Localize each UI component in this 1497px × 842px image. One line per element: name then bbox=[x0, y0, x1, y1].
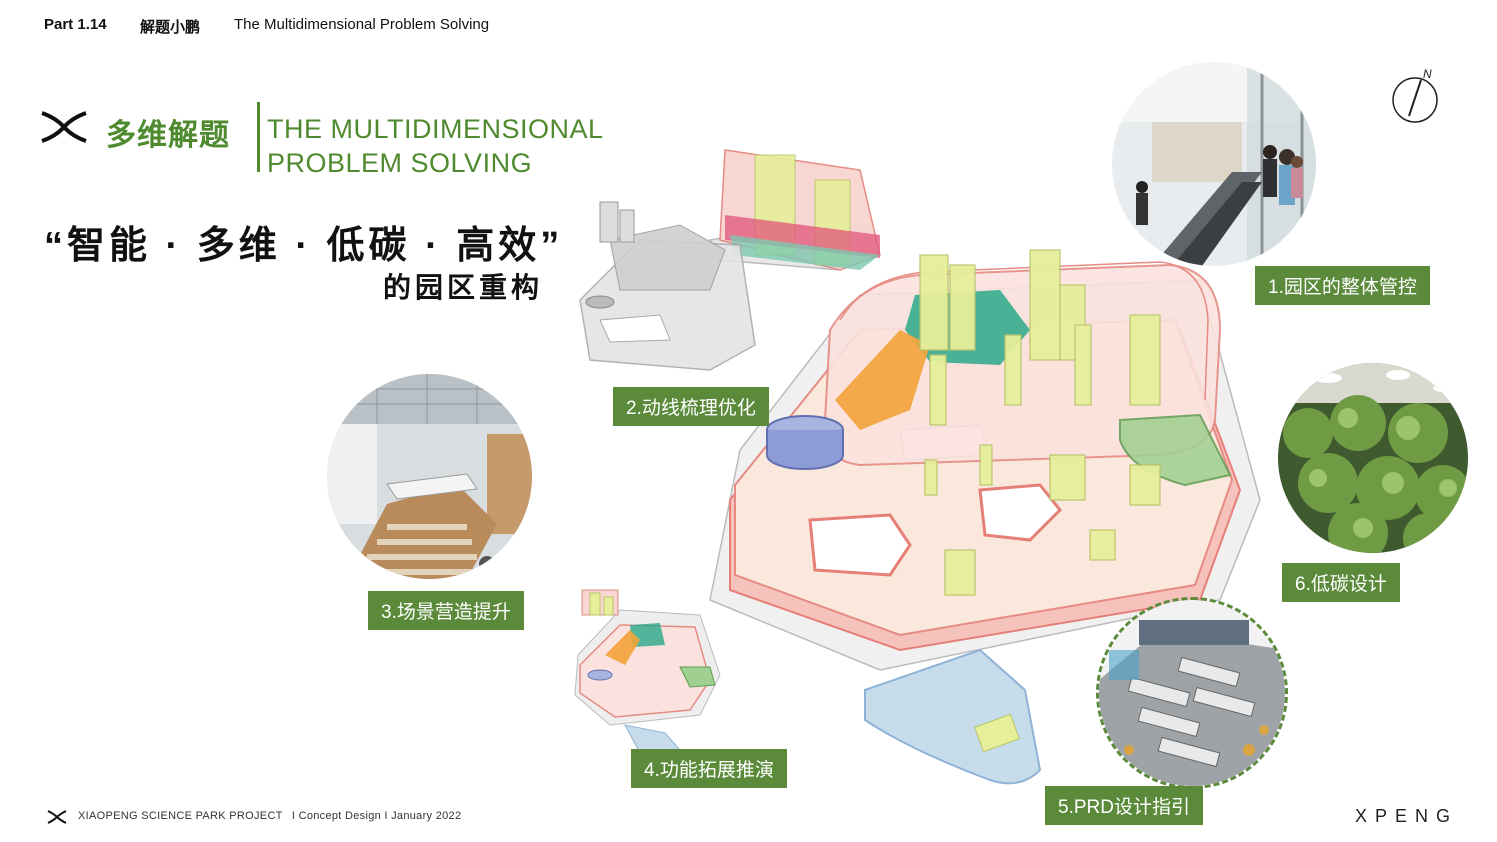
footer-project: XIAOPENG SCIENCE PARK PROJECT I Concept … bbox=[78, 810, 461, 822]
photo-scene-atrium bbox=[327, 374, 532, 579]
slogan-line1: “智能 · 多维 · 低碳 · 高效” bbox=[44, 225, 564, 267]
label-low-carbon: 6.低碳设计 bbox=[1282, 563, 1400, 602]
label-park-control: 1.园区的整体管控 bbox=[1255, 266, 1430, 305]
title-divider bbox=[257, 102, 260, 172]
label-prd-design: 5.PRD设计指引 bbox=[1045, 786, 1203, 825]
north-compass-icon: N bbox=[1392, 67, 1438, 123]
footer-project-name: XIAOPENG SCIENCE PARK PROJECT bbox=[78, 810, 283, 822]
section-title-cn: 多维解题 bbox=[106, 119, 230, 152]
slogan-line2: 的园区重构 bbox=[383, 272, 544, 303]
footer-x-logo-icon bbox=[47, 810, 67, 824]
footer-meta: I Concept Design I January 2022 bbox=[291, 810, 462, 822]
xpeng-x-logo-icon bbox=[41, 111, 87, 143]
section-title-en-line1: THE MULTIDIMENSIONAL bbox=[267, 114, 604, 144]
photo-prd-office bbox=[1096, 597, 1288, 789]
compass-north-label: N bbox=[1423, 67, 1432, 81]
axonometric-masterplan bbox=[579, 149, 1261, 785]
label-circulation-optimization: 2.动线梳理优化 bbox=[613, 387, 769, 426]
photo-park-control bbox=[1112, 62, 1316, 266]
header-cn-title: 解题小鹏 bbox=[140, 19, 201, 36]
part-number: Part 1.14 bbox=[44, 16, 107, 33]
label-function-extension: 4.功能拓展推演 bbox=[631, 749, 787, 788]
xpeng-wordmark: XPENG bbox=[1355, 806, 1459, 826]
label-scene-creation: 3.场景营造提升 bbox=[368, 591, 524, 630]
section-title-en: THE MULTIDIMENSIONAL PROBLEM SOLVING bbox=[267, 112, 604, 180]
header-en-title: The Multidimensional Problem Solving bbox=[234, 16, 490, 33]
section-title-en-line2: PROBLEM SOLVING bbox=[267, 148, 533, 178]
photo-low-carbon-plants bbox=[1278, 363, 1468, 553]
function-extension-model bbox=[574, 589, 721, 754]
